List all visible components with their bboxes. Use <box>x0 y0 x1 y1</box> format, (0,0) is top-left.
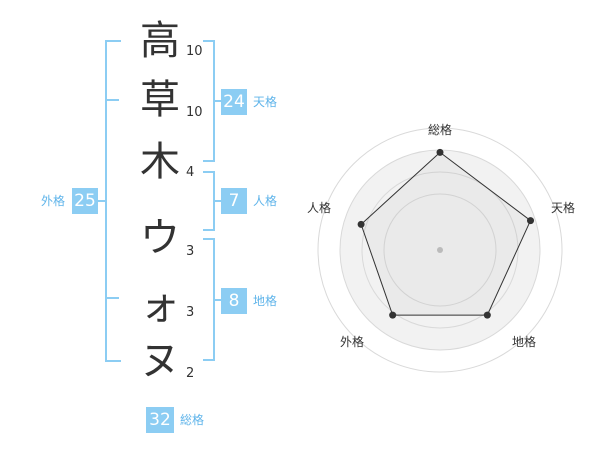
name-char-3: 木 <box>140 139 180 185</box>
bracket-connector <box>213 299 221 301</box>
bracket-tick <box>107 99 119 101</box>
chikaku-value: 8 <box>221 288 247 314</box>
stroke-count-1: 10 <box>186 44 203 59</box>
name-char-6: ヌ <box>140 338 180 384</box>
stroke-count-6: 2 <box>186 366 195 381</box>
bracket-tick <box>107 297 119 299</box>
soukaku-value: 32 <box>146 407 174 433</box>
gaikaku-label: 外格 <box>41 194 66 208</box>
soukaku-label: 総格 <box>180 413 205 427</box>
radar-axis-label: 地格 <box>512 334 536 349</box>
radar-axis-label: 総格 <box>428 122 452 137</box>
radar-ring <box>317 127 563 373</box>
bracket-connector <box>96 200 106 202</box>
tenkaku-value: 24 <box>221 89 247 115</box>
radar-ring <box>383 193 497 307</box>
bracket-connector <box>213 200 221 202</box>
radar-center-dot <box>437 247 443 253</box>
name-char-4: ウ <box>140 215 180 261</box>
radar-axis-label: 天格 <box>551 200 575 215</box>
stroke-count-4: 3 <box>186 244 195 259</box>
name-char-2: 草 <box>140 77 180 123</box>
radar-axis-label: 外格 <box>340 334 364 349</box>
name-char-5: ォ <box>140 283 180 329</box>
jinkaku-label: 人格 <box>253 194 278 208</box>
bracket-connector <box>213 100 221 102</box>
jinkaku-value: 7 <box>221 188 247 214</box>
radar-polygon <box>360 151 532 316</box>
radar-point-2 <box>527 217 535 225</box>
gaikaku-bracket <box>105 40 121 362</box>
stroke-count-2: 10 <box>186 105 203 120</box>
chikaku-label: 地格 <box>253 294 278 308</box>
tenkaku-label: 天格 <box>253 95 278 109</box>
gaikaku-value: 25 <box>72 188 98 214</box>
radar-point-1 <box>436 148 444 156</box>
radar-point-5 <box>357 220 365 228</box>
radar-point-4 <box>389 311 397 319</box>
radar-point-3 <box>483 311 491 319</box>
stroke-count-3: 4 <box>186 165 195 180</box>
radar-ring <box>361 171 519 329</box>
name-char-1: 高 <box>140 18 180 64</box>
radar-axis-label: 人格 <box>307 200 331 215</box>
stroke-count-5: 3 <box>186 305 195 320</box>
